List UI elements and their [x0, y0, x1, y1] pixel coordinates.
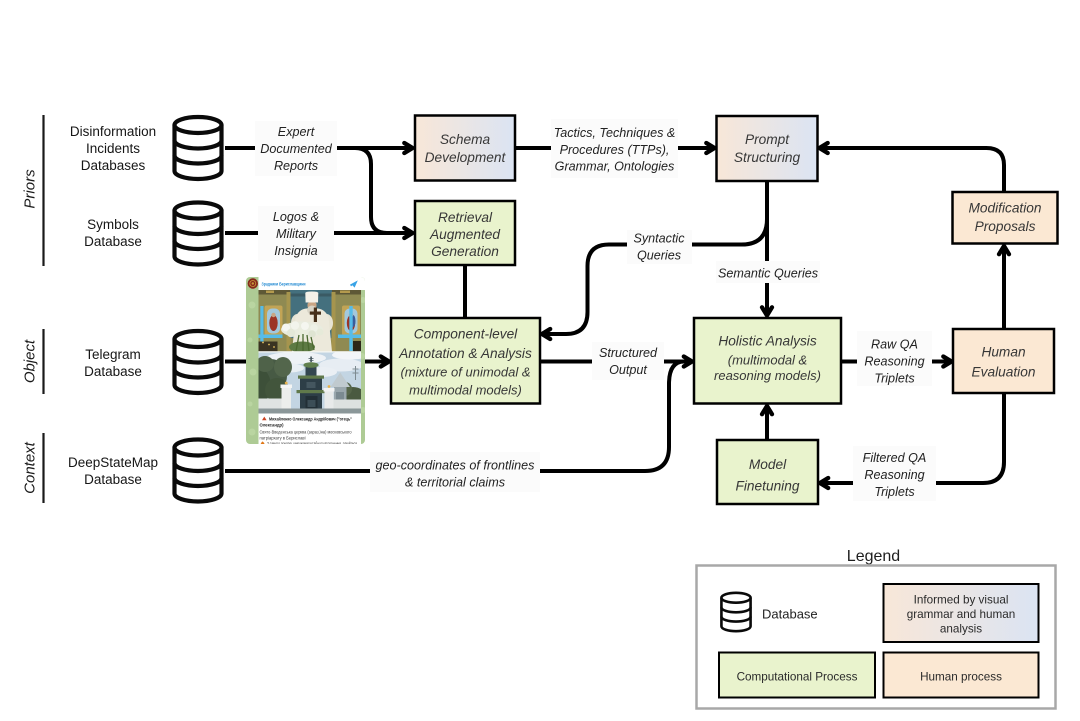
svg-text:Structured: Structured [599, 346, 658, 360]
svg-text:Human: Human [981, 345, 1025, 360]
svg-text:Incidents: Incidents [86, 141, 140, 156]
svg-text:Semantic Queries: Semantic Queries [718, 267, 819, 281]
svg-text:Evaluation: Evaluation [972, 365, 1036, 380]
svg-text:Priors: Priors [22, 169, 39, 209]
svg-text:grammar and human: grammar and human [907, 608, 1016, 621]
svg-text:Reasoning: Reasoning [864, 355, 924, 369]
svg-text:Reasoning: Reasoning [864, 468, 924, 482]
svg-text:Legend: Legend [847, 548, 900, 565]
svg-text:Model: Model [749, 457, 787, 472]
svg-text:reasoning models): reasoning models) [714, 368, 821, 383]
svg-text:Output: Output [609, 363, 647, 377]
svg-text:Grammar, Ontologies: Grammar, Ontologies [555, 160, 675, 174]
svg-text:Syntactic: Syntactic [633, 232, 685, 246]
svg-text:Triplets: Triplets [874, 485, 915, 499]
svg-text:geo-coordinates of frontlines: geo-coordinates of frontlines [376, 459, 536, 473]
svg-text:Михайленко Олександр Андрійови: Михайленко Олександр Андрійович ("отець" [269, 415, 352, 421]
svg-text:Свято-Введенська церква (зараз: Свято-Введенська церква (зараз,їна) моск… [260, 429, 353, 434]
svg-text:Informed by visual: Informed by visual [914, 594, 1009, 607]
svg-text:Database: Database [84, 234, 142, 249]
svg-text:Queries: Queries [637, 249, 682, 263]
svg-text:analysis: analysis [940, 623, 982, 636]
svg-text:DeepStateMap: DeepStateMap [68, 455, 158, 470]
svg-text:Documented: Documented [260, 142, 332, 156]
svg-text:(multimodal &: (multimodal & [728, 353, 807, 368]
svg-text:Telegram: Telegram [85, 347, 141, 362]
svg-text:Object: Object [22, 339, 39, 383]
svg-text:Database: Database [84, 472, 142, 487]
svg-text:(mixture of unimodal &: (mixture of unimodal & [400, 365, 530, 380]
svg-text:Structuring: Structuring [734, 150, 801, 165]
svg-text:Computational Process: Computational Process [737, 671, 858, 684]
svg-text:Annotation & Analysis: Annotation & Analysis [398, 346, 532, 361]
svg-text:Logos &: Logos & [273, 210, 319, 224]
svg-text:Context: Context [22, 441, 39, 494]
svg-text:Олександр): Олександр) [260, 423, 284, 428]
svg-text:Tactics, Techniques &: Tactics, Techniques & [554, 126, 676, 140]
svg-text:Augmented: Augmented [429, 227, 500, 242]
svg-text:& territorial claims: & territorial claims [405, 476, 506, 490]
svg-text:Raw QA: Raw QA [871, 338, 918, 352]
svg-text:Modification: Modification [968, 201, 1041, 216]
svg-text:Military: Military [276, 227, 317, 241]
svg-text:Database: Database [84, 364, 142, 379]
svg-text:Schema: Schema [440, 132, 491, 147]
svg-text:Disinformation: Disinformation [70, 124, 156, 139]
svg-text:Зрадники Бериславщини: Зрадники Бериславщини [262, 282, 306, 287]
svg-text:Generation: Generation [431, 244, 499, 259]
svg-text:Reports: Reports [274, 159, 319, 173]
svg-text:Filtered QA: Filtered QA [863, 451, 927, 465]
svg-text:Expert: Expert [278, 125, 315, 139]
svg-text:Triplets: Triplets [874, 372, 915, 386]
svg-text:Procedures (TTPs),: Procedures (TTPs), [560, 143, 670, 157]
svg-text:Finetuning: Finetuning [736, 479, 800, 494]
svg-text:патріархату в Бериславі: патріархату в Бериславі [260, 435, 306, 440]
svg-text:Human process: Human process [920, 671, 1002, 684]
svg-text:Development: Development [425, 150, 507, 165]
svg-text:Symbols: Symbols [87, 217, 139, 232]
svg-text:multimodal models): multimodal models) [409, 383, 522, 398]
svg-text:Retrieval: Retrieval [438, 210, 493, 225]
svg-text:Insignia: Insignia [274, 244, 317, 258]
svg-text:Databases: Databases [81, 158, 146, 173]
svg-text:Database: Database [762, 607, 818, 622]
svg-text:Prompt: Prompt [745, 132, 790, 147]
svg-text:Proposals: Proposals [975, 219, 1036, 234]
svg-text:Component-level: Component-level [414, 327, 518, 342]
svg-text:Holistic Analysis: Holistic Analysis [718, 334, 817, 349]
svg-text:З самого початку широкомасштаб: З самого початку широкомасштабного вторг… [267, 441, 357, 446]
